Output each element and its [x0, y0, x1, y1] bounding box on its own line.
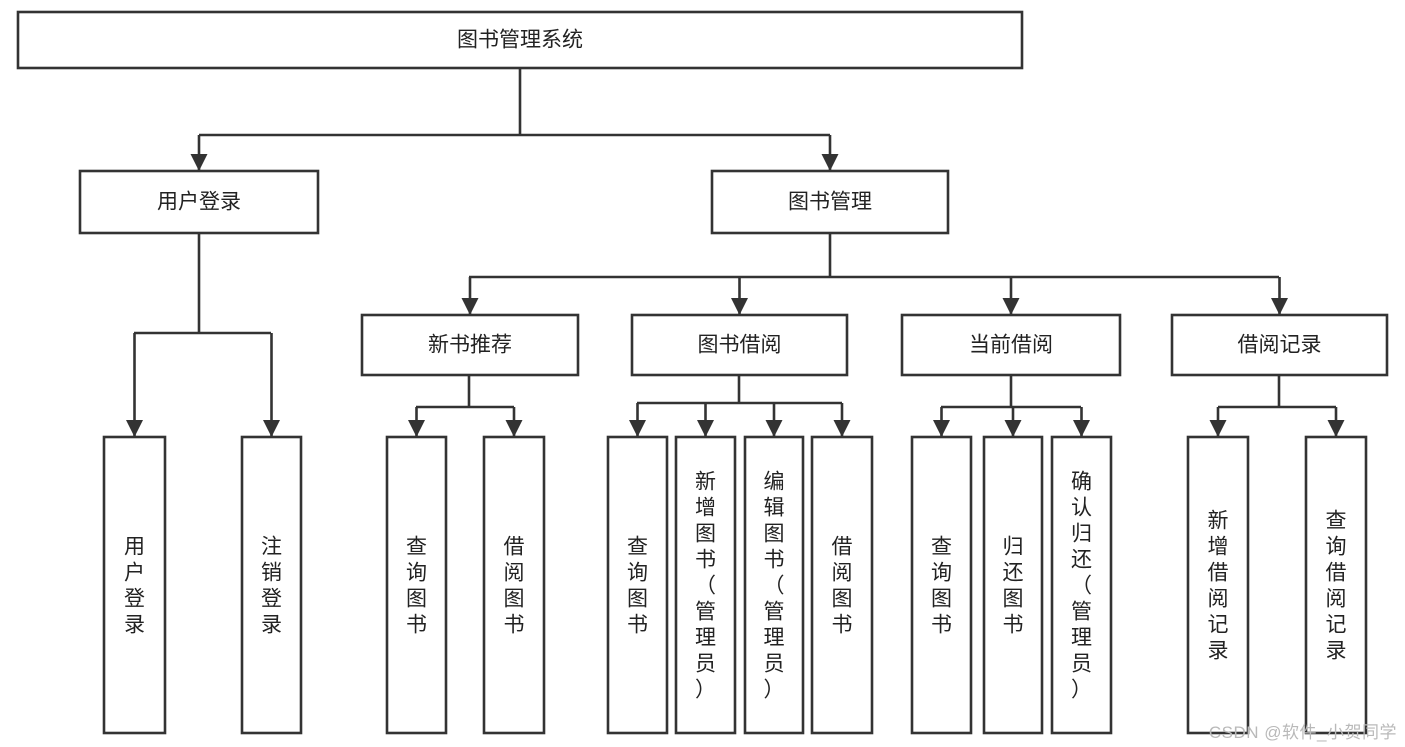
node-root[interactable]: 图书管理系统	[16, 10, 1024, 70]
node-borrow-record[interactable]: 借阅记录	[1170, 313, 1389, 377]
node-label: 编辑图书（管理员）	[764, 470, 785, 701]
node-leaf-user-logout[interactable]: 注销登录	[240, 435, 303, 735]
arrow-head-icon	[731, 298, 748, 315]
node-box[interactable]	[78, 169, 320, 235]
node-label: 用户登录	[157, 191, 241, 214]
node-leaf-record-add[interactable]: 新增借阅记录	[1186, 435, 1250, 735]
node-box[interactable]	[743, 435, 805, 735]
node-box[interactable]	[240, 435, 303, 735]
node-box[interactable]	[910, 435, 973, 735]
node-leaf-current-return-book[interactable]: 归还图书	[982, 435, 1044, 735]
node-book-borrow[interactable]: 图书借阅	[630, 313, 849, 377]
node-leaf-user-login[interactable]: 用户登录	[102, 435, 167, 735]
arrow-head-icon	[505, 420, 523, 437]
node-new-book-recommend[interactable]: 新书推荐	[360, 313, 580, 377]
node-layer: 图书管理系统用户登录图书管理新书推荐图书借阅当前借阅借阅记录用户登录注销登录查询…	[16, 10, 1389, 735]
arrow-head-icon	[933, 420, 950, 437]
node-label: 新增图书（管理员）	[695, 470, 716, 701]
node-leaf-current-query-book[interactable]: 查询图书	[910, 435, 973, 735]
arrow-head-icon	[1002, 298, 1020, 315]
node-box[interactable]	[16, 10, 1024, 70]
node-box[interactable]	[900, 313, 1122, 377]
arrow-head-icon	[190, 154, 208, 171]
node-book-manage[interactable]: 图书管理	[710, 169, 950, 235]
node-box[interactable]	[1186, 435, 1250, 735]
node-label: 注销登录	[261, 535, 282, 636]
node-leaf-borrow-add-book[interactable]: 新增图书（管理员）	[674, 435, 737, 735]
node-box[interactable]	[1170, 313, 1389, 377]
arrow-head-icon	[765, 420, 783, 437]
node-label: 新增借阅记录	[1208, 509, 1229, 662]
node-box[interactable]	[482, 435, 546, 735]
node-leaf-borrow-query-book[interactable]: 查询图书	[606, 435, 669, 735]
node-current-borrow[interactable]: 当前借阅	[900, 313, 1122, 377]
node-label: 用户登录	[124, 535, 145, 636]
node-label: 新书推荐	[428, 334, 512, 357]
arrow-head-icon	[461, 298, 479, 315]
node-box[interactable]	[1304, 435, 1368, 735]
arrow-head-icon	[1209, 420, 1227, 437]
node-label: 图书管理	[788, 191, 872, 214]
arrow-head-icon	[821, 154, 839, 171]
node-box[interactable]	[630, 313, 849, 377]
node-box[interactable]	[674, 435, 737, 735]
node-label: 图书借阅	[698, 334, 782, 357]
node-leaf-rec-query-book[interactable]: 查询图书	[385, 435, 448, 735]
node-label: 当前借阅	[969, 334, 1053, 357]
node-box[interactable]	[982, 435, 1044, 735]
node-label: 图书管理系统	[457, 29, 583, 52]
node-box[interactable]	[102, 435, 167, 735]
node-leaf-rec-borrow-book[interactable]: 借阅图书	[482, 435, 546, 735]
node-label: 确认归还（管理员）	[1071, 470, 1092, 701]
node-box[interactable]	[385, 435, 448, 735]
node-box[interactable]	[606, 435, 669, 735]
arrow-head-icon	[263, 420, 280, 437]
node-label: 查询图书	[627, 535, 648, 636]
node-box[interactable]	[710, 169, 950, 235]
node-label: 借阅图书	[832, 535, 853, 636]
arrow-head-icon	[1327, 420, 1345, 437]
node-label: 查询图书	[931, 535, 952, 636]
node-box[interactable]	[1050, 435, 1113, 735]
node-label: 归还图书	[1003, 535, 1024, 636]
node-label: 借阅图书	[504, 535, 525, 636]
arrow-head-icon	[629, 420, 646, 437]
arrow-head-icon	[408, 420, 425, 437]
arrow-head-icon	[1073, 420, 1090, 437]
arrow-head-icon	[833, 420, 851, 437]
node-label: 查询借阅记录	[1326, 509, 1347, 662]
node-leaf-borrow-edit-book[interactable]: 编辑图书（管理员）	[743, 435, 805, 735]
node-box[interactable]	[810, 435, 874, 735]
node-label: 借阅记录	[1238, 334, 1322, 357]
arrow-head-icon	[1004, 420, 1022, 437]
node-leaf-record-query[interactable]: 查询借阅记录	[1304, 435, 1368, 735]
node-leaf-current-confirm-return[interactable]: 确认归还（管理员）	[1050, 435, 1113, 735]
node-label: 查询图书	[406, 535, 427, 636]
node-box[interactable]	[360, 313, 580, 377]
arrow-head-icon	[126, 420, 143, 437]
arrow-head-icon	[1271, 298, 1288, 315]
node-leaf-borrow-borrow-book[interactable]: 借阅图书	[810, 435, 874, 735]
connector-layer	[126, 68, 1345, 437]
node-user-login[interactable]: 用户登录	[78, 169, 320, 235]
arrow-head-icon	[697, 420, 714, 437]
